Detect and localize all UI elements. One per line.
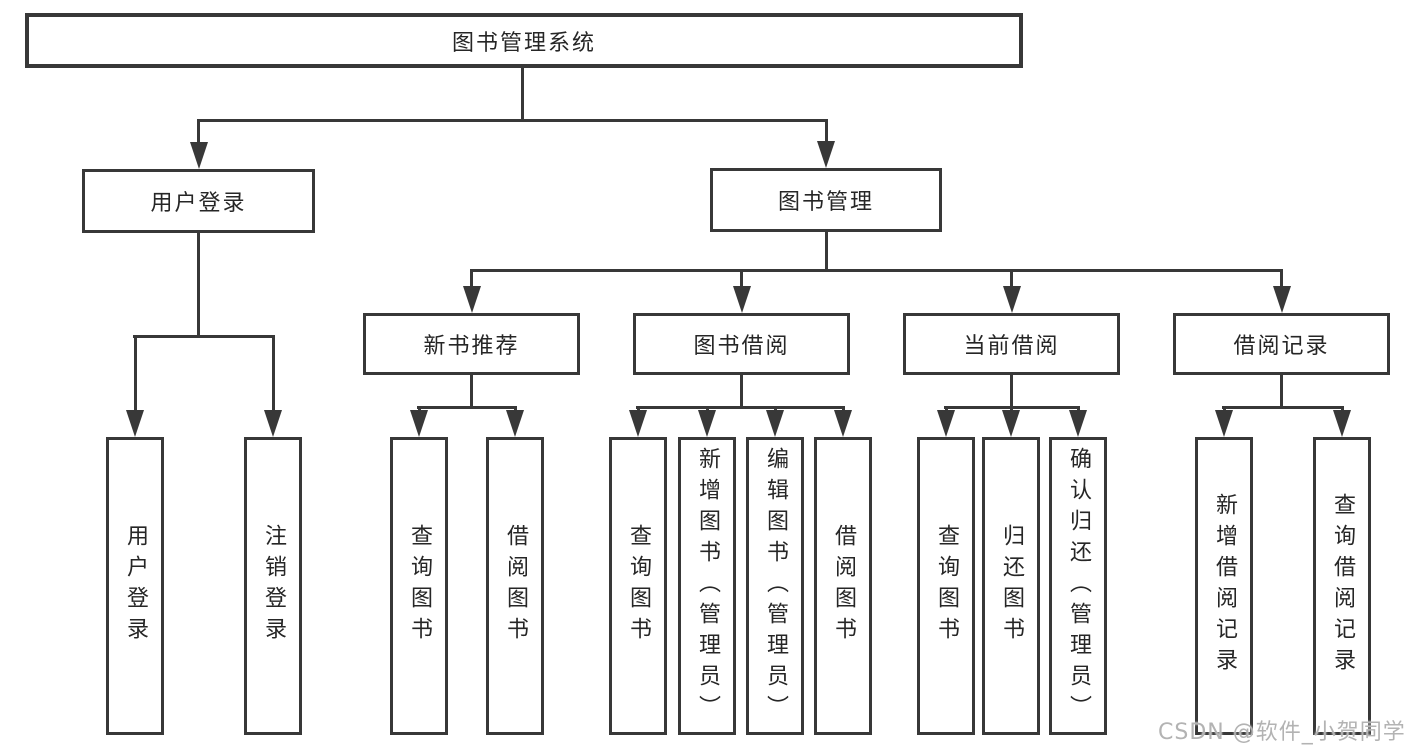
arrowhead-down-icon: [1215, 410, 1233, 437]
connector-line: [470, 269, 473, 289]
leaf-user-login: 用户登录: [106, 437, 164, 735]
node-book-management: 图书管理: [710, 168, 942, 232]
leaf-return-books: 归还图书: [982, 437, 1040, 735]
leaf-label: 查询图书: [626, 524, 651, 648]
leaf-label: 借阅图书: [503, 524, 528, 648]
connector-line: [740, 375, 743, 407]
connector-line: [272, 335, 275, 413]
arrowhead-down-icon: [937, 410, 955, 437]
arrowhead-down-icon: [834, 410, 852, 437]
leaf-label: 查询图书: [934, 524, 959, 648]
arrowhead-down-icon: [126, 410, 144, 437]
leaf-borrow-books-borrowing: 借阅图书: [814, 437, 872, 735]
leaf-query-books-current: 查询图书: [917, 437, 975, 735]
arrowhead-down-icon: [190, 142, 208, 169]
leaf-label: 查询借阅记录: [1330, 493, 1355, 679]
node-label: 新书推荐: [423, 334, 520, 359]
arrowhead-down-icon: [1333, 410, 1351, 437]
node-library-management-system: 图书管理系统: [25, 13, 1023, 68]
connector-line: [1010, 375, 1013, 407]
arrowhead-down-icon: [733, 286, 751, 313]
node-label: 图书管理: [777, 190, 874, 215]
leaf-label: 用户登录: [123, 524, 148, 648]
connector-line: [1010, 269, 1013, 289]
csdn-watermark: CSDN @软件_小贺同学: [1158, 720, 1405, 745]
connector-line: [1280, 269, 1283, 289]
connector-line: [944, 406, 1080, 409]
leaf-label: 查询图书: [407, 524, 432, 648]
arrowhead-down-icon: [766, 410, 784, 437]
connector-line: [197, 119, 200, 147]
arrowhead-down-icon: [463, 286, 481, 313]
connector-line: [825, 232, 828, 270]
leaf-label: 新增图书（管理员）: [695, 446, 720, 726]
connector-line: [134, 335, 137, 413]
connector-line: [133, 335, 275, 338]
connector-line: [740, 269, 743, 289]
leaf-confirm-return-admin: 确认归还（管理员）: [1049, 437, 1107, 735]
connector-line: [417, 406, 517, 409]
arrowhead-down-icon: [1002, 410, 1020, 437]
arrowhead-down-icon: [1069, 410, 1087, 437]
leaf-label: 借阅图书: [831, 524, 856, 648]
node-user-login: 用户登录: [82, 169, 315, 233]
leaf-query-borrow-record: 查询借阅记录: [1313, 437, 1371, 735]
arrowhead-down-icon: [698, 410, 716, 437]
leaf-label: 归还图书: [999, 524, 1024, 648]
leaf-query-books-borrowing: 查询图书: [609, 437, 667, 735]
arrowhead-down-icon: [1273, 286, 1291, 313]
node-new-book-recommend: 新书推荐: [363, 313, 580, 375]
connector-line: [825, 119, 828, 147]
arrowhead-down-icon: [817, 141, 835, 168]
arrowhead-down-icon: [629, 410, 647, 437]
arrowhead-down-icon: [410, 410, 428, 437]
node-label: 用户登录: [150, 191, 247, 216]
leaf-logout: 注销登录: [244, 437, 302, 735]
leaf-edit-book-admin: 编辑图书（管理员）: [746, 437, 804, 735]
node-current-borrowing: 当前借阅: [903, 313, 1120, 375]
node-label: 借阅记录: [1233, 334, 1330, 359]
leaf-label: 确认归还（管理员）: [1066, 446, 1091, 726]
node-label: 当前借阅: [963, 334, 1060, 359]
node-label: 图书借阅: [693, 334, 790, 359]
node-book-borrowing: 图书借阅: [633, 313, 850, 375]
arrowhead-down-icon: [506, 410, 524, 437]
node-borrowing-records: 借阅记录: [1173, 313, 1390, 375]
arrowhead-down-icon: [1003, 286, 1021, 313]
leaf-label: 编辑图书（管理员）: [763, 446, 788, 726]
connector-line: [470, 375, 473, 407]
connector-line: [1280, 375, 1283, 407]
connector-line: [197, 119, 828, 122]
leaf-label: 注销登录: [261, 524, 286, 648]
connector-line: [470, 269, 1283, 272]
leaf-add-borrow-record: 新增借阅记录: [1195, 437, 1253, 735]
leaf-add-book-admin: 新增图书（管理员）: [678, 437, 736, 735]
leaf-query-books-recommend: 查询图书: [390, 437, 448, 735]
node-label: 图书管理系统: [451, 30, 596, 56]
connector-line: [521, 68, 524, 120]
leaf-borrow-books-recommend: 借阅图书: [486, 437, 544, 735]
connector-line: [636, 406, 845, 409]
leaf-label: 新增借阅记录: [1212, 493, 1237, 679]
connector-line: [1222, 406, 1344, 409]
connector-line: [197, 233, 200, 336]
arrowhead-down-icon: [264, 410, 282, 437]
